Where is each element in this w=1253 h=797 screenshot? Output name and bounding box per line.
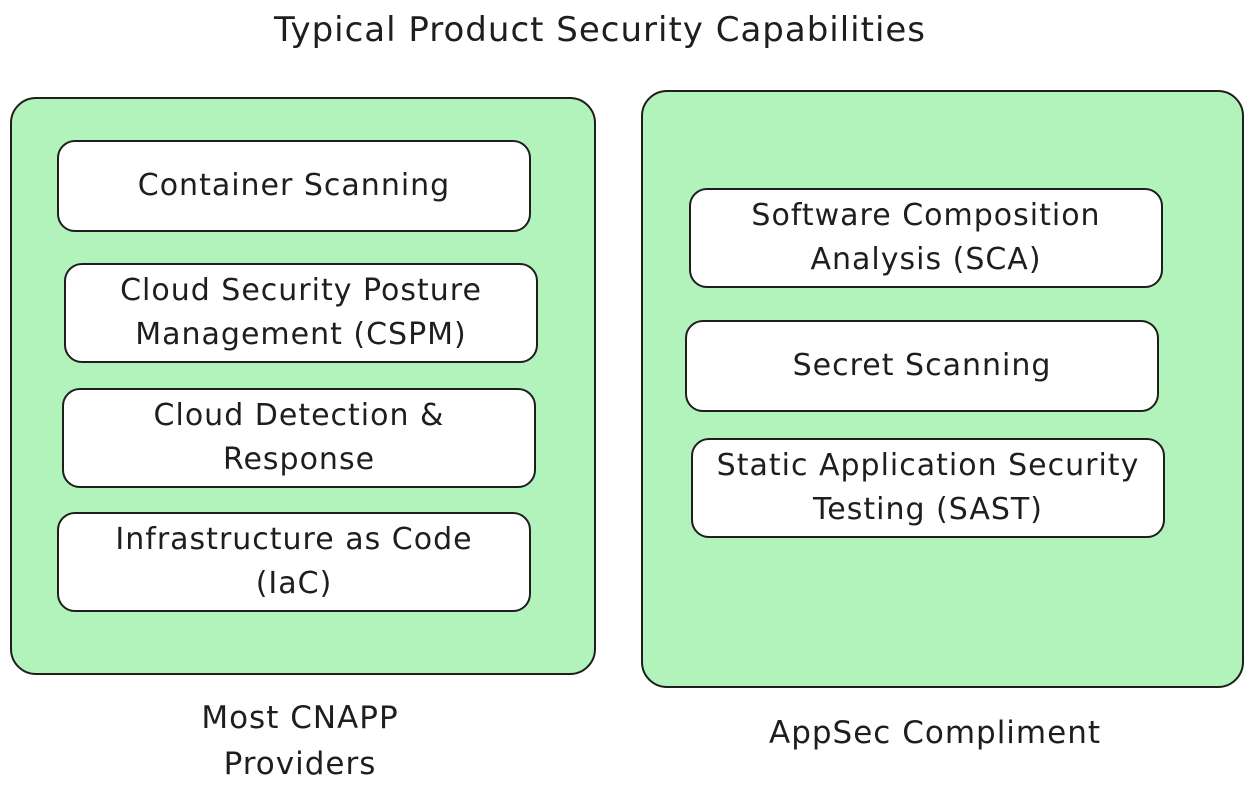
capability-card[interactable]: Cloud Detection & Response [62, 388, 536, 488]
capability-card[interactable]: Static Application Security Testing (SAS… [691, 438, 1165, 538]
capability-card[interactable]: Container Scanning [57, 140, 531, 232]
diagram-title: Typical Product Security Capabilities [273, 10, 927, 50]
capability-card[interactable]: Infrastructure as Code (IaC) [57, 512, 531, 612]
group-label-appsec: AppSec Compliment [769, 715, 1101, 751]
group-label-cnapp: Most CNAPP Providers [201, 700, 399, 782]
capability-card[interactable]: Software Composition Analysis (SCA) [689, 188, 1163, 288]
capability-card[interactable]: Cloud Security Posture Management (CSPM) [64, 263, 538, 363]
capability-card[interactable]: Secret Scanning [685, 320, 1159, 412]
